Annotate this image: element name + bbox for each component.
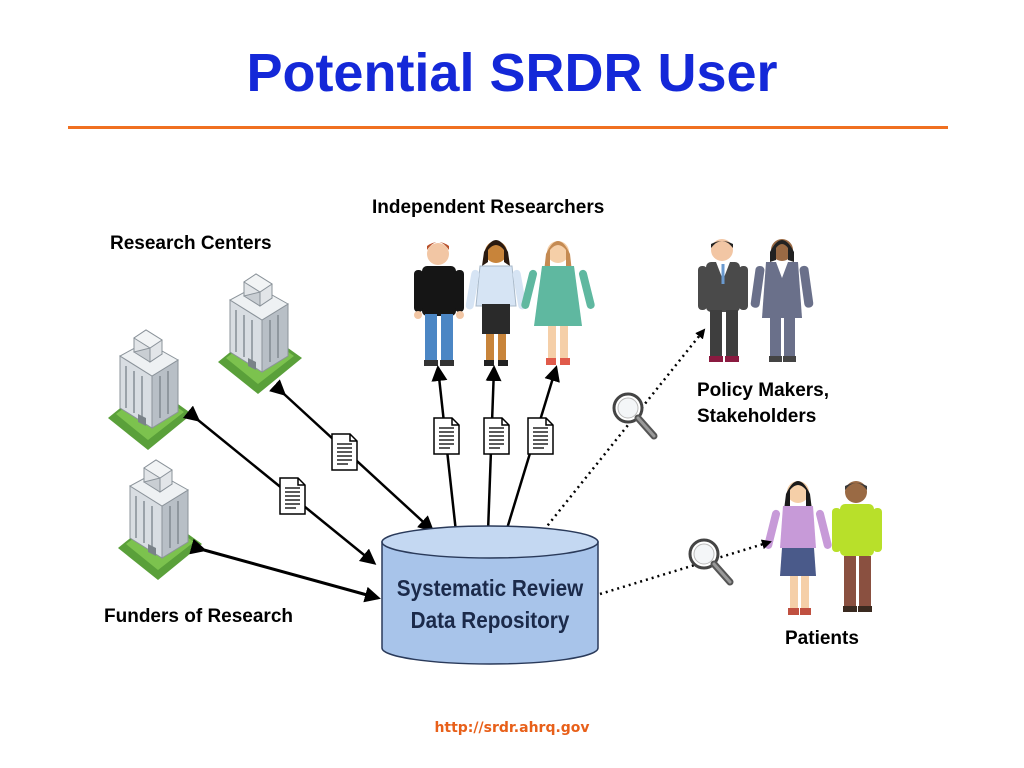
arrow-funders: [189, 538, 381, 603]
label-policy-makers: Policy Makers,: [697, 380, 830, 401]
document-icon: [279, 477, 306, 515]
building-icon: [217, 273, 303, 395]
arrow-policy-makers: [543, 328, 706, 531]
magnifier-icon: [614, 394, 654, 436]
footer-url[interactable]: http://srdr.ahrq.gov: [434, 720, 590, 736]
magnifier-icon: [690, 540, 730, 582]
building-icon: [107, 329, 193, 451]
person-icon: [764, 481, 832, 615]
arrow-patients: [599, 539, 772, 596]
label-patients: Patients: [785, 628, 859, 649]
label-stakeholders: Stakeholders: [697, 406, 817, 427]
person-icon: [750, 239, 814, 362]
repository-label: Systematic Review Data Repository: [391, 572, 589, 636]
label-funders: Funders of Research: [104, 606, 293, 627]
repository-label-line1: Systematic Review: [396, 575, 584, 601]
repository-label-line2: Data Repository: [410, 607, 570, 633]
person-icon: [698, 239, 748, 362]
building-icon: [117, 459, 203, 581]
document-icon: [331, 433, 358, 471]
database-cylinder-icon: [381, 525, 599, 665]
document-icon: [527, 417, 554, 455]
arrow-research-centers: [269, 379, 435, 533]
document-icon: [433, 417, 460, 455]
page-title: Potential SRDR User: [246, 43, 778, 103]
title-underline: [68, 126, 948, 129]
person-icon: [832, 481, 882, 612]
document-icon: [483, 417, 510, 455]
label-research-centers: Research Centers: [110, 233, 272, 254]
label-independent-researchers: Independent Researchers: [372, 197, 605, 218]
person-icon: [465, 240, 527, 366]
person-icon: [521, 241, 595, 365]
person-icon: [414, 242, 464, 366]
